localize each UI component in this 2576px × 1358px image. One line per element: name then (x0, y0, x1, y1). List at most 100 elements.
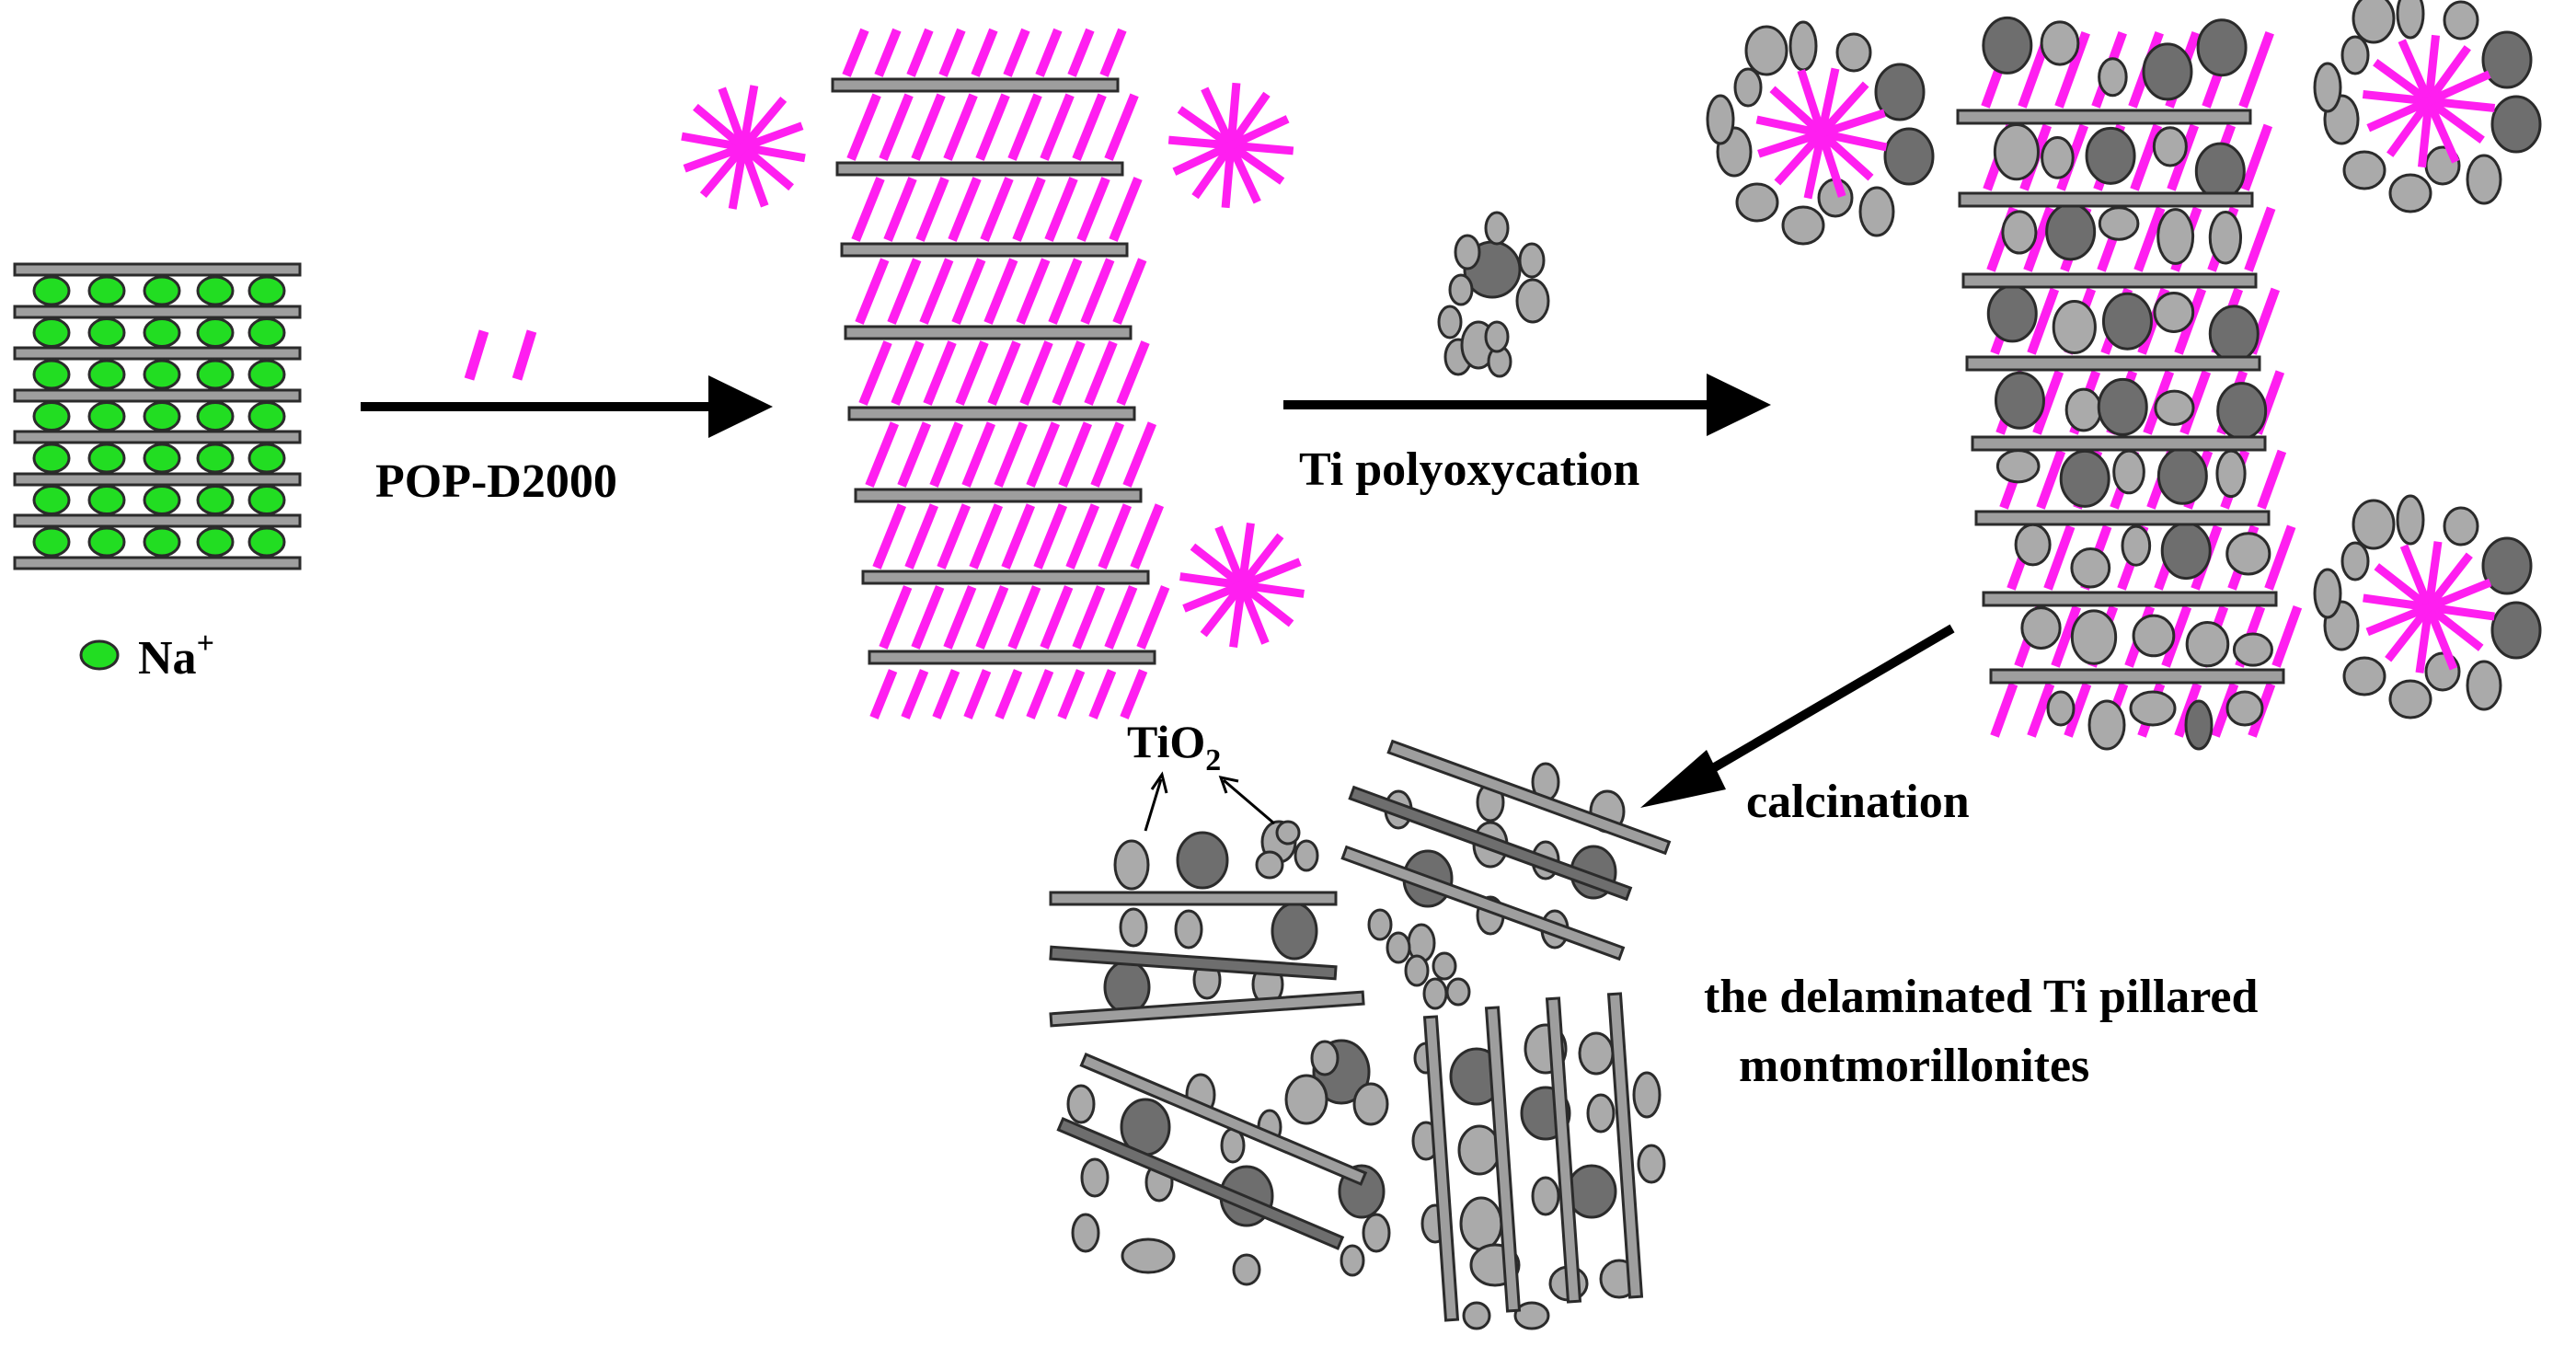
clay-sheet (1484, 1006, 1522, 1313)
surfactant-micelle (1167, 82, 1294, 209)
surfactant-chain (1019, 340, 1053, 406)
ti-oxide-pillar (1578, 1031, 1615, 1076)
surfactant-chain (1130, 503, 1165, 570)
ti-oxide-pillar (1071, 1213, 1100, 1253)
ti-oxide-pillar (2064, 387, 2103, 432)
sodium-ion (87, 317, 126, 348)
sodium-ion (32, 275, 71, 306)
clay-sheet (13, 430, 302, 444)
sodium-ion (143, 359, 181, 390)
sodium-ion (143, 485, 181, 515)
clay-sheet (835, 161, 1124, 177)
sodium-ion (247, 317, 286, 348)
clay-sheet (1965, 355, 2261, 372)
micelle-arm (683, 121, 804, 173)
clay-sheet (1348, 785, 1633, 902)
ti-oxide-pillar (2098, 206, 2140, 241)
clay-sheet (831, 77, 1120, 93)
surfactant-chain (1076, 177, 1110, 242)
ti-oxide-pillar (2001, 210, 2038, 255)
micelle-arm (1172, 115, 1290, 176)
sodium-ion (87, 526, 126, 558)
clay-sheet (840, 242, 1129, 258)
ti-oxide-pillar (2153, 291, 2195, 333)
surfactant-chain (1122, 421, 1157, 488)
surfactant-micelle (681, 85, 806, 210)
clay-sheet (1956, 109, 2252, 125)
product-caption: the delaminated Ti pillared montmorillon… (1704, 971, 2258, 1092)
clay-sheet (1958, 191, 2254, 208)
surfactant-chain (901, 669, 929, 719)
clay-sheet (13, 346, 302, 361)
clay-sheet (844, 325, 1133, 340)
surfactant-chain (2027, 682, 2055, 738)
ti-oxide-pillar (1294, 839, 1319, 872)
ti-oxide-pillar (1781, 205, 1825, 246)
ti-oxide-pillar (1404, 954, 1430, 987)
surfactant-chain (1007, 93, 1042, 161)
ti-intercalated-stack (1956, 16, 2303, 751)
surfactant-chain (872, 503, 907, 570)
tio2-annotation: TiO2 (1127, 716, 1275, 832)
ti-oxide-pillar (1432, 951, 1457, 981)
ti-oxide-pillar (1788, 20, 1818, 72)
ti-oxide-pillar (2041, 136, 2075, 179)
surfactant-chain (891, 340, 925, 406)
ti-oxide-pillar (1255, 850, 1284, 880)
product-label-line2: montmorillonites (1739, 1040, 2089, 1092)
ti-oxide-pillar (2388, 679, 2432, 719)
clay-sheet (13, 556, 302, 570)
ti-oxide-pillar (2340, 35, 2370, 75)
ti-oxide-pillar (2352, 0, 2396, 44)
surfactant-chain (874, 28, 902, 77)
ti-oxide-pillar (1993, 123, 2040, 181)
ti-oxide-pillar (2132, 614, 2176, 658)
surfactant-chain (1016, 258, 1051, 325)
clay-sheet (854, 488, 1143, 503)
ti-oxide-pillar (2194, 142, 2246, 201)
clay-sheet (1049, 990, 1365, 1028)
ti-oxide-pillar (1858, 186, 1895, 237)
surfactant-chain (851, 177, 885, 242)
surfactant-chain (2179, 370, 2212, 435)
surfactant-chain (1099, 28, 1127, 77)
surfactant-chain (938, 28, 966, 77)
ti-oxide-pillar (2466, 154, 2502, 205)
ti-oxide-pillar (2112, 449, 2145, 495)
ti-oxide-pillar (1513, 1301, 1550, 1330)
surfactant-chain (1136, 585, 1170, 650)
surfactant-chain (887, 258, 922, 325)
surfactant-chain (846, 93, 881, 161)
surfactant-chain (2161, 605, 2192, 668)
sodium-ion (32, 317, 71, 348)
surfactant-micelle (2362, 34, 2496, 168)
ti-oxide-pillar (1352, 1082, 1389, 1126)
ti-oxide-pillar (2097, 377, 2148, 436)
ti-oxide-pillar (1986, 284, 2038, 343)
ti-oxide-pillar (2156, 208, 2195, 265)
clay-sheet (861, 570, 1150, 585)
sodium-ion (87, 359, 126, 390)
clay-sheet (1606, 992, 1644, 1299)
tio2-label: TiO (1127, 716, 1205, 767)
surfactant-chain (923, 340, 957, 406)
clay-sheet (1974, 510, 2271, 526)
sodium-ion (247, 359, 286, 390)
surfactant-micelles (681, 82, 1305, 648)
ti-oxide-pillar (2070, 547, 2111, 589)
sodium-ion (196, 317, 235, 348)
surfactant-chain (1012, 177, 1046, 242)
ti-oxide-pillar (1174, 909, 1203, 949)
surfactant-chain (1052, 340, 1086, 406)
ti-oxide-pillar (1515, 278, 1550, 324)
clay-sheet (1056, 1117, 1345, 1250)
surfactant-chain (1067, 28, 1095, 77)
ti-oxide-pillar (1119, 907, 1148, 948)
ti-oxide-pillar (1586, 1093, 1616, 1134)
ti-oxide-pillar (2142, 42, 2193, 101)
surfactant-chain (2054, 30, 2090, 109)
ti-oxide-pillar (1066, 1084, 1096, 1124)
ti-oxide-pillar (2443, 0, 2479, 40)
ti-oxide-pillar (1637, 1144, 1666, 1184)
clay-sheet (1971, 435, 2267, 452)
